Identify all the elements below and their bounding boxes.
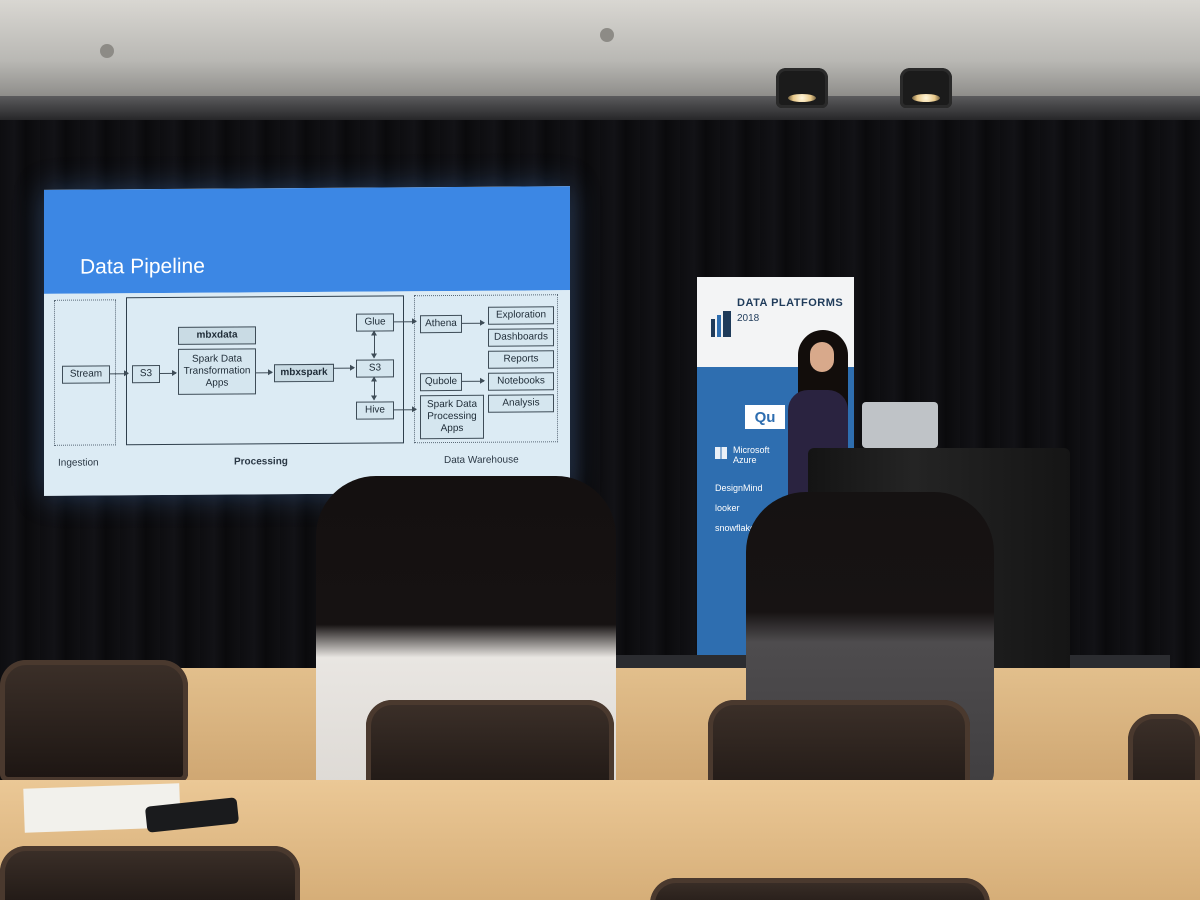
banner-title: DATA PLATFORMS xyxy=(737,297,844,309)
s3-storage-node: S3 xyxy=(356,359,394,378)
arrow-s3-spark xyxy=(160,372,176,375)
notebooks-node: Notebooks xyxy=(488,372,554,391)
chair xyxy=(650,878,990,900)
sponsor-designmind: DesignMind xyxy=(715,483,763,493)
arrow-stream-s3 xyxy=(110,373,128,375)
ceiling-vent xyxy=(100,44,114,58)
mbxdata-node: mbxdata xyxy=(178,326,256,345)
ceiling-vent xyxy=(600,28,614,42)
exploration-node: Exploration xyxy=(488,306,554,325)
data-platforms-logo-icon xyxy=(711,311,731,337)
sponsor-snowflake: snowflake xyxy=(715,523,756,533)
athena-node: Athena xyxy=(420,314,462,334)
arrow-glue-s3 xyxy=(374,331,375,358)
processing-label: Processing xyxy=(234,456,288,468)
s3-input-node: S3 xyxy=(132,365,160,384)
chair xyxy=(0,846,300,900)
banner-year: 2018 xyxy=(737,313,760,324)
arrow-qubole-notebooks xyxy=(462,380,484,382)
spark-processing-node: Spark Data Processing Apps xyxy=(420,394,484,440)
sponsor-microsoft: Microsoft Azure xyxy=(733,445,770,465)
analysis-node: Analysis xyxy=(488,394,554,413)
stage-light xyxy=(776,68,828,108)
slide-header: Data Pipeline xyxy=(44,186,570,294)
arrow-hive-spark xyxy=(394,409,416,411)
qubole-logo: Qu xyxy=(745,405,785,429)
warehouse-label: Data Warehouse xyxy=(444,454,519,467)
reports-node: Reports xyxy=(488,350,554,369)
laptop xyxy=(862,402,938,448)
hive-node: Hive xyxy=(356,401,394,420)
projection-screen: Data Pipeline Ingestion Processing Data … xyxy=(44,186,570,496)
slide-title: Data Pipeline xyxy=(80,254,205,279)
mbxspark-node: mbxspark xyxy=(274,363,334,383)
dashboards-node: Dashboards xyxy=(488,328,554,347)
qubole-node: Qubole xyxy=(420,372,462,392)
arrow-athena-dashboards xyxy=(462,322,484,324)
sponsor-looker: looker xyxy=(715,503,740,513)
stream-node: Stream xyxy=(62,365,110,384)
arrow-mbxspark-s3 xyxy=(334,367,354,369)
chair xyxy=(0,660,188,782)
spark-transformation-node: Spark Data Transformation Apps xyxy=(178,348,256,395)
ceiling xyxy=(0,0,1200,110)
presenter-face xyxy=(810,342,834,372)
microsoft-logo-icon xyxy=(715,447,727,459)
glue-node: Glue xyxy=(356,313,394,332)
arrow-glue-athena xyxy=(394,321,416,323)
arrow-spark-mbxspark xyxy=(256,372,272,374)
ingestion-label: Ingestion xyxy=(58,457,99,469)
arrow-s3-hive xyxy=(374,377,375,400)
stage-light xyxy=(900,68,952,108)
slide-body: Ingestion Processing Data Warehouse Stre… xyxy=(44,290,570,496)
